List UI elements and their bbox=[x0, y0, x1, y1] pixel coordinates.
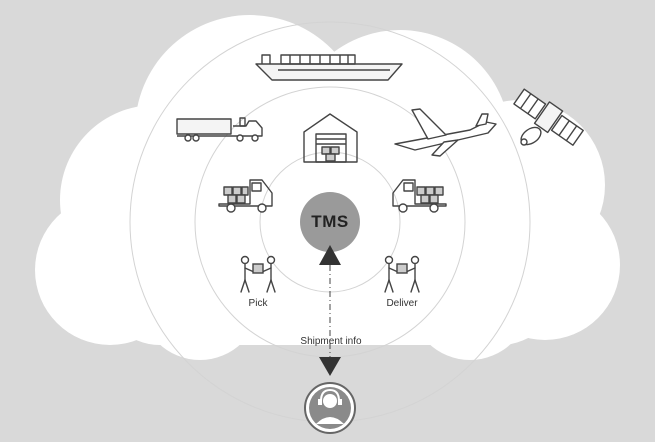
arrow-down-icon bbox=[319, 357, 341, 376]
airplane-icon bbox=[394, 108, 497, 157]
customer-service-icon bbox=[304, 382, 356, 434]
deliver-label: Deliver bbox=[386, 298, 418, 309]
shipment-info-label: Shipment info bbox=[300, 336, 362, 347]
delivery-van-icon bbox=[392, 179, 447, 213]
tms-label: TMS bbox=[311, 212, 349, 231]
truck-trailer-icon bbox=[176, 117, 263, 142]
tms-hub bbox=[300, 192, 360, 252]
cargo-ship-icon bbox=[255, 54, 403, 81]
delivery-van-icon bbox=[218, 179, 273, 213]
handover-icon bbox=[240, 255, 276, 293]
satellite-icon bbox=[513, 88, 584, 146]
warehouse-icon bbox=[303, 113, 358, 163]
handover-icon bbox=[384, 255, 420, 293]
pick-label: Pick bbox=[248, 298, 268, 309]
arrow-up-icon bbox=[319, 245, 341, 265]
